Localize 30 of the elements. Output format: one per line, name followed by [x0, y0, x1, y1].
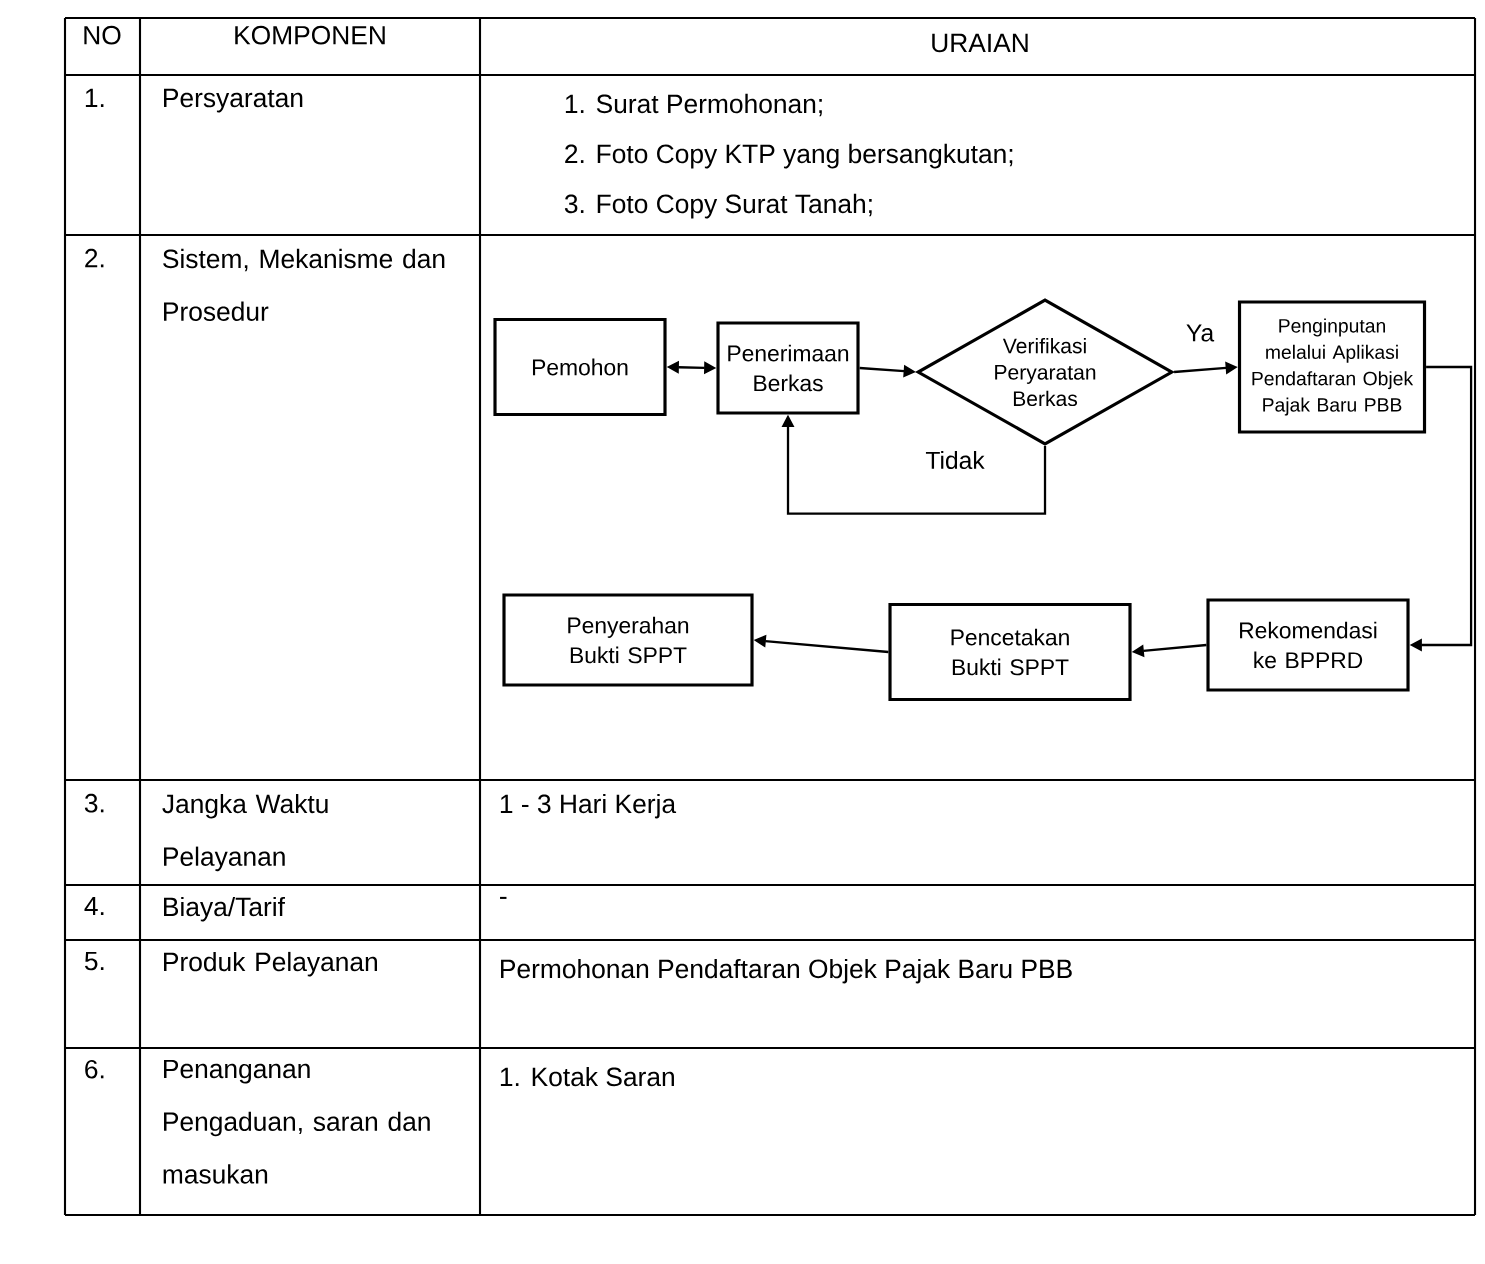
process-box: Penyerahan Bukti SPPT	[502, 593, 754, 687]
row-number: 6.	[85, 1059, 104, 1079]
header-text: URAIAN	[932, 33, 1028, 53]
description-text: 2. Foto Copy KTP yang bersangkutan;	[565, 143, 1013, 169]
process-box: Pencetakan Bukti SPPT	[888, 602, 1132, 702]
description-text: -	[500, 896, 507, 899]
component-text: Persyaratan	[164, 88, 303, 113]
process-box: Penginputan melalui Aplikasi Pendaftaran Objek Pajak Baru PBB	[1237, 300, 1427, 434]
component-text: Biaya/Tarif	[164, 896, 285, 922]
process-box: Penerimaan Berkas	[716, 321, 860, 415]
row-number: 4.	[84, 896, 104, 915]
row-number: 5.	[84, 951, 104, 971]
process-box: Pemohon	[493, 317, 667, 417]
description-text: 3. Foto Copy Surat Tanah;	[564, 193, 872, 219]
header-text: NO	[84, 25, 121, 45]
component-text: Jangka Waktu Pelayanan	[162, 793, 328, 872]
component-text: Sistem, Mekanisme dan Prosedur	[163, 248, 445, 321]
description-text: 1. Kotak Saran	[500, 1066, 674, 1087]
description-text: Permohonan Pendaftaran Objek Pajak Baru PBB	[501, 958, 1072, 984]
description-text: 1 - 3 Hari Kerja	[500, 793, 677, 819]
edge-label: Ya	[1184, 322, 1216, 344]
row-number: 1.	[85, 88, 104, 107]
description-text: 1. Surat Permohonan;	[565, 93, 822, 117]
process-box: Rekomendasi ke BPPRD	[1206, 598, 1410, 692]
component-text: Penanganan Pengaduan, saran dan masukan	[163, 1059, 430, 1184]
edge-label: Tidak	[923, 449, 987, 471]
row-number: 3.	[84, 793, 104, 813]
header-text: KOMPONEN	[235, 25, 385, 45]
row-number: 2.	[85, 248, 104, 268]
component-text: Produk Pelayanan	[164, 951, 377, 977]
